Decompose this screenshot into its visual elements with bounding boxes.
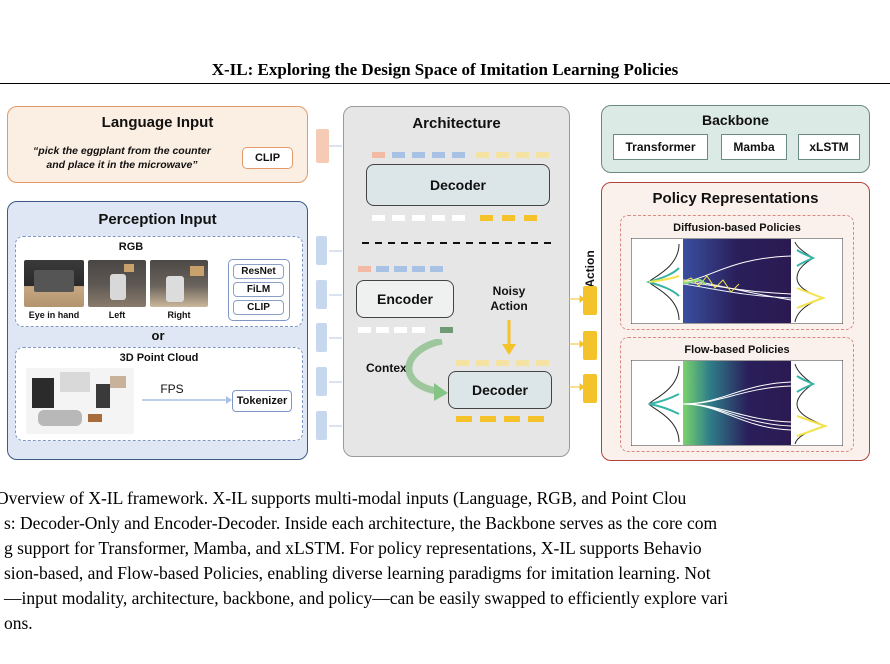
architecture-title: Architecture — [412, 115, 501, 132]
flow-title: Flow-based Policies — [684, 344, 790, 356]
view-label-left: Left — [108, 310, 126, 320]
or-label: or — [151, 328, 165, 343]
tokenizer-box: Tokenizer — [232, 390, 292, 412]
view-label-eye-in-hand: Eye in hand — [28, 310, 80, 320]
action-token-2 — [583, 331, 597, 360]
rgb-title: RGB — [118, 241, 144, 253]
diffusion-plot — [631, 238, 843, 324]
input-arrows — [329, 145, 342, 427]
architecture-divider — [362, 242, 554, 244]
point-cloud-image — [26, 368, 134, 434]
context-arrow — [405, 339, 448, 401]
fps-arrow — [142, 396, 232, 404]
perception-token-3 — [316, 323, 327, 352]
resnet-box: ResNet — [233, 264, 284, 279]
point-cloud-subpanel: 3D Point Cloud FPS Tokenizer — [15, 347, 303, 441]
fps-label: FPS — [160, 382, 184, 396]
perception-token-4 — [316, 367, 327, 396]
encoder-box: Encoder — [356, 280, 454, 318]
right-view-image — [150, 260, 208, 307]
flow-subpanel: Flow-based Policies — [620, 337, 854, 452]
flow-plot — [631, 360, 843, 446]
noisy-action-label: Noisy Action — [476, 284, 542, 314]
noisy-label-line1: Noisy — [492, 284, 526, 298]
noisy-action-arrow — [502, 320, 516, 355]
diffusion-subpanel: Diffusion-based Policies — [620, 215, 854, 330]
eye-in-hand-image — [24, 260, 84, 307]
perception-token-5 — [316, 411, 327, 440]
view-label-right: Right — [167, 310, 191, 320]
backbone-transformer: Transformer — [613, 134, 708, 160]
action-arrows — [569, 295, 585, 391]
action-token-3 — [583, 374, 597, 403]
perception-token-1 — [316, 236, 327, 265]
backbone-xlstm: xLSTM — [798, 134, 860, 160]
action-token-1 — [583, 286, 597, 315]
language-instruction: “pick the eggplant from the counter and … — [12, 144, 232, 172]
language-instruction-line1: “pick the eggplant from the counter — [33, 145, 211, 157]
noisy-label-line2: Action — [490, 299, 528, 313]
perception-token-2 — [316, 280, 327, 309]
architecture-panel: Architecture Decoder Encoder Noisy Actio… — [343, 106, 570, 457]
caption-line-4: sion-based, and Flow-based Policies, ena… — [4, 563, 711, 583]
policy-title: Policy Representations — [652, 190, 819, 207]
encoder-decoder-box: Decoder — [448, 371, 552, 409]
clip-box: CLIP — [233, 300, 284, 315]
backbone-title: Backbone — [702, 112, 769, 128]
caption-line-1: Overview of X-IL framework. X-IL support… — [0, 488, 687, 508]
caption-line-5: —input modality, architecture, backbone,… — [4, 588, 729, 608]
decoder-only-box: Decoder — [366, 164, 550, 206]
context-label: Context — [366, 361, 411, 375]
perception-input-title: Perception Input — [98, 211, 217, 228]
perception-input-panel: Perception Input RGB Eye in hand Left Ri… — [7, 201, 308, 460]
caption-line-3: g support for Transformer, Mamba, and xL… — [4, 538, 702, 558]
language-input-panel: Language Input “pick the eggplant from t… — [7, 106, 308, 183]
left-view-image — [88, 260, 146, 307]
paper-title: X-IL: Exploring the Design Space of Imit… — [211, 60, 679, 79]
rgb-encoder-group: ResNet FiLM CLIP — [228, 259, 290, 321]
caption-line-2: s: Decoder-Only and Encoder-Decoder. Ins… — [4, 513, 718, 533]
caption-line-6: ons. — [4, 613, 33, 633]
rgb-subpanel: RGB Eye in hand Left Right ResNet FiLM C… — [15, 236, 303, 327]
figure-caption: Overview of X-IL framework. X-IL support… — [0, 486, 890, 636]
language-token-block — [316, 129, 329, 163]
point-cloud-title: 3D Point Cloud — [119, 352, 199, 364]
title-rule — [0, 83, 890, 84]
film-box: FiLM — [233, 282, 284, 297]
language-clip-box: CLIP — [242, 147, 293, 169]
language-instruction-line2: and place it in the microwave” — [46, 159, 198, 171]
policy-panel: Policy Representations Diffusion-based P… — [601, 182, 870, 461]
backbone-panel: Backbone Transformer Mamba xLSTM — [601, 105, 870, 173]
diffusion-title: Diffusion-based Policies — [673, 222, 801, 234]
language-input-title: Language Input — [101, 114, 214, 131]
backbone-mamba: Mamba — [721, 134, 787, 160]
